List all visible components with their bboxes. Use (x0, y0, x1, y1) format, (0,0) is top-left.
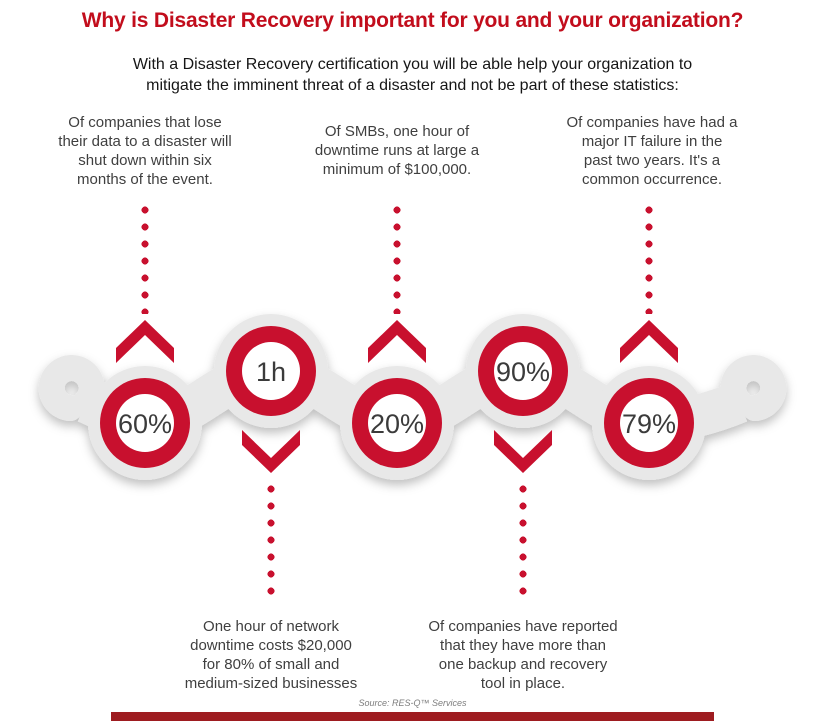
subtitle: With a Disaster Recovery certification y… (132, 56, 693, 94)
chevron-up-icon (620, 320, 678, 363)
stat-description-20: Of SMBs, one hour of downtime runs at la… (314, 123, 480, 178)
stat-ring-center (242, 342, 300, 400)
dotted-connector (267, 481, 275, 600)
footer-bar (111, 712, 714, 721)
source-text: Source: RES-Q™ Services (358, 698, 467, 708)
stat-description-90: Of companies have reported that they hav… (428, 618, 618, 692)
stat-ring-center (620, 394, 678, 452)
stat-ring-center (368, 394, 426, 452)
chevron-up-icon (116, 320, 174, 363)
dotted-connector (393, 202, 401, 314)
ribbon-right-curl (720, 355, 787, 421)
dotted-connector (645, 202, 653, 314)
ribbon-left-curl (38, 355, 105, 421)
stat-value: 90% (496, 357, 550, 387)
dotted-connector (519, 481, 527, 600)
chevron-up-icon (368, 320, 426, 363)
stat-circle-79: 79% (604, 378, 694, 468)
chevron-down-icon (242, 430, 300, 473)
chevron-down-icon (494, 430, 552, 473)
dotted-connector (141, 202, 149, 314)
stat-value: 60% (118, 409, 172, 439)
stat-circle-90: 90% (478, 326, 568, 416)
stat-ring-center (116, 394, 174, 452)
page-title: Why is Disaster Recovery important for y… (81, 9, 744, 32)
stat-circle-20: 20% (352, 378, 442, 468)
stat-value: 79% (622, 409, 676, 439)
stat-description-60: Of companies that lose their data to a d… (58, 114, 232, 188)
stat-value: 1h (256, 357, 286, 387)
stat-description-1h: One hour of network downtime costs $20,0… (184, 618, 358, 692)
stat-circle-60: 60% (100, 378, 190, 468)
stat-circle-1h: 1h (226, 326, 316, 416)
stat-value: 20% (370, 409, 424, 439)
stat-description-79: Of companies have had a major IT failure… (566, 114, 738, 188)
stat-ring-center (494, 342, 552, 400)
